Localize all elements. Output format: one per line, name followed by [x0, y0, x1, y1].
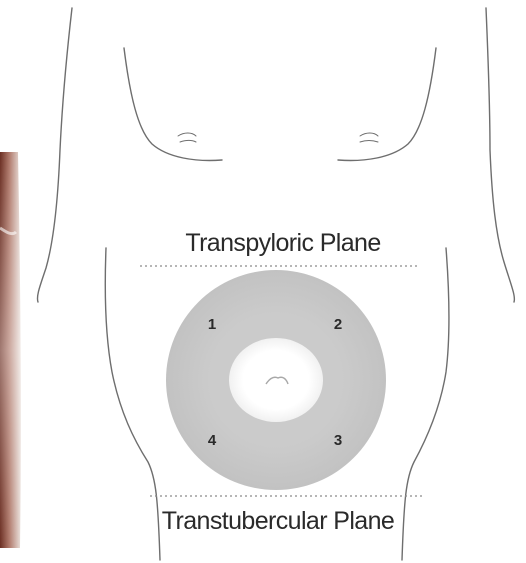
umbilical-hole	[229, 338, 323, 422]
quadrant-label-3: 3	[334, 432, 342, 449]
quadrant-label-2: 2	[334, 316, 342, 333]
transpyloric-plane-label: Transpyloric Plane	[185, 229, 380, 257]
right-waist-line	[402, 248, 449, 560]
left-chest-curve	[124, 48, 222, 160]
quadrant-label-4: 4	[208, 432, 217, 449]
right-torso-line	[486, 8, 514, 302]
umbilical-ring	[166, 270, 386, 490]
left-waist-line	[105, 248, 160, 560]
transtubercular-plane-label: Transtubercular Plane	[162, 507, 394, 535]
left-nipple	[178, 133, 196, 142]
left-torso-line	[37, 8, 72, 302]
quadrant-label-1: 1	[208, 316, 216, 333]
right-nipple	[360, 133, 378, 142]
right-chest-curve	[338, 48, 436, 160]
photo-fragment	[0, 152, 21, 548]
